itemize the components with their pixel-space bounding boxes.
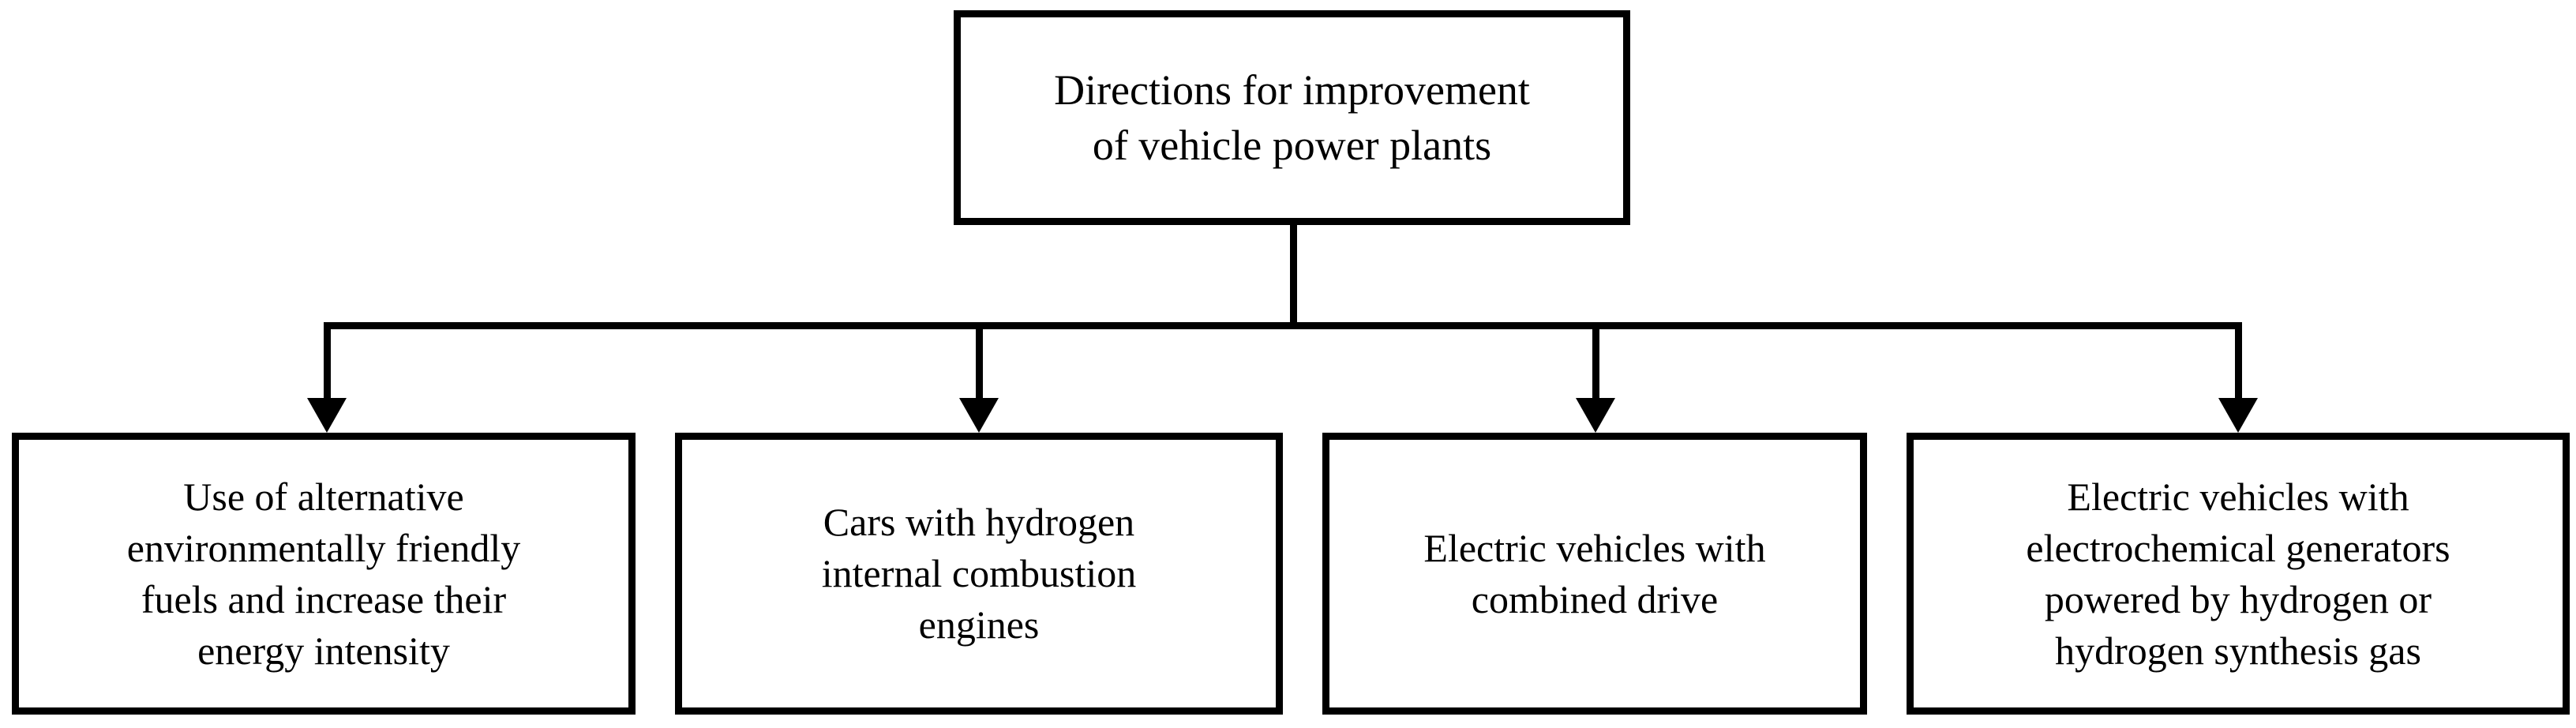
leaf-node-label: Cars with hydrogen internal combustion e… [821,500,1137,647]
leaf-node-electrochemical-generators: Electric vehicles with electrochemical g… [1907,433,2570,715]
branch-drop-line-4 [2235,322,2242,398]
leaf-node-combined-drive: Electric vehicles with combined drive [1322,433,1867,715]
leaf-node-alternative-fuels: Use of alternative environmentally frien… [12,433,636,715]
leaf-node-label: Electric vehicles with combined drive [1423,525,1766,621]
leaf-node-label: Electric vehicles with electrochemical g… [2026,474,2450,673]
horizontal-bus-line [324,322,2242,329]
leaf-node-label: Use of alternative environmentally frien… [126,474,521,673]
root-node: Directions for improvement of vehicle po… [954,10,1630,225]
down-arrow-icon-4 [2218,398,2258,433]
root-stem-line [1290,225,1297,326]
branch-drop-line-2 [976,322,983,398]
down-arrow-icon-2 [959,398,999,433]
root-node-label: Directions for improvement of vehicle po… [1054,66,1530,169]
down-arrow-icon-3 [1576,398,1615,433]
branch-drop-line-3 [1592,322,1599,398]
branch-drop-line-1 [324,322,331,398]
leaf-node-hydrogen-ice: Cars with hydrogen internal combustion e… [675,433,1283,715]
down-arrow-icon-1 [307,398,347,433]
